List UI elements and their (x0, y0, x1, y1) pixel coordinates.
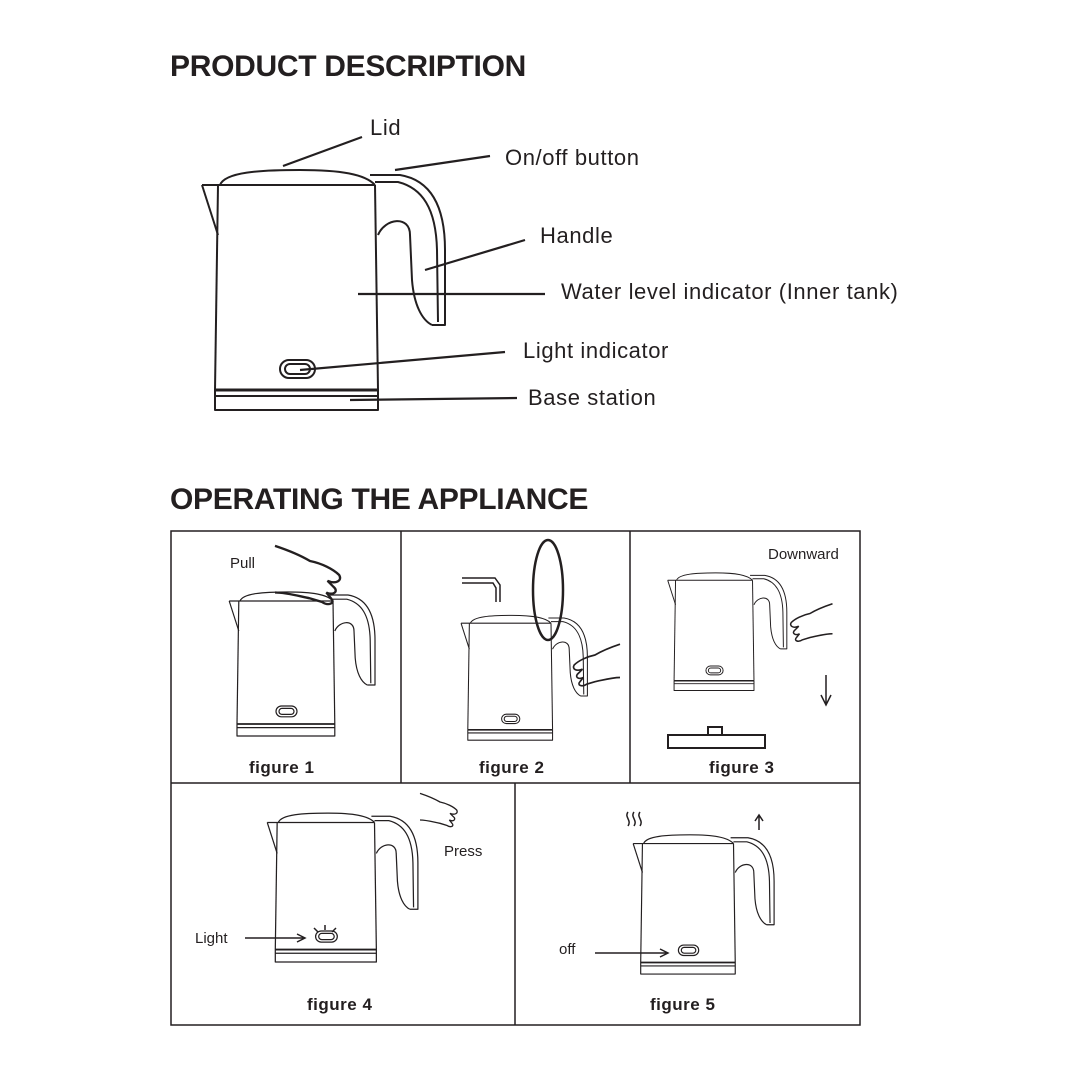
label-lid: Lid (370, 115, 402, 140)
note-pull: Pull (230, 555, 256, 572)
tap-icon (462, 577, 501, 602)
light-glow-icon (313, 925, 337, 933)
figure2-hand-icon (572, 643, 621, 687)
arrow-right-icon (245, 933, 307, 943)
leader-lines (282, 135, 545, 402)
arrow-up-icon (754, 813, 764, 830)
arrow-right-icon (595, 948, 670, 958)
base-station-icon (667, 726, 766, 749)
section-title-product-description: PRODUCT DESCRIPTION (170, 50, 526, 83)
arrow-down-icon (820, 675, 832, 707)
label-base-station: Base station (528, 385, 657, 410)
section-title-operating: OPERATING THE APPLIANCE (170, 483, 589, 516)
figure4-caption: figure 4 (307, 995, 373, 1014)
figure-grid (170, 530, 861, 1026)
steam-icon (626, 811, 642, 827)
figure1-kettle (228, 591, 376, 737)
figure2-caption: figure 2 (479, 758, 545, 777)
figure3-caption: figure 3 (709, 758, 775, 777)
figure4-kettle (266, 812, 419, 963)
label-water-level: Water level indicator (Inner tank) (561, 279, 899, 304)
note-downward: Downward (768, 546, 839, 563)
figure2-kettle (460, 614, 589, 741)
label-on-off-button: On/off button (505, 145, 640, 170)
label-light-indicator: Light indicator (523, 338, 669, 363)
note-press: Press (444, 843, 483, 860)
figure5-caption: figure 5 (650, 995, 716, 1014)
kettle-diagram (200, 168, 447, 412)
figure3-kettle (666, 572, 788, 692)
note-off: off (559, 941, 576, 958)
figure4-hand-icon (418, 792, 459, 828)
note-light: Light (195, 930, 228, 947)
figure1-caption: figure 1 (249, 758, 315, 777)
figure2-open-lid (531, 538, 565, 642)
figure3-hand-icon (789, 602, 834, 643)
label-handle: Handle (540, 223, 614, 248)
